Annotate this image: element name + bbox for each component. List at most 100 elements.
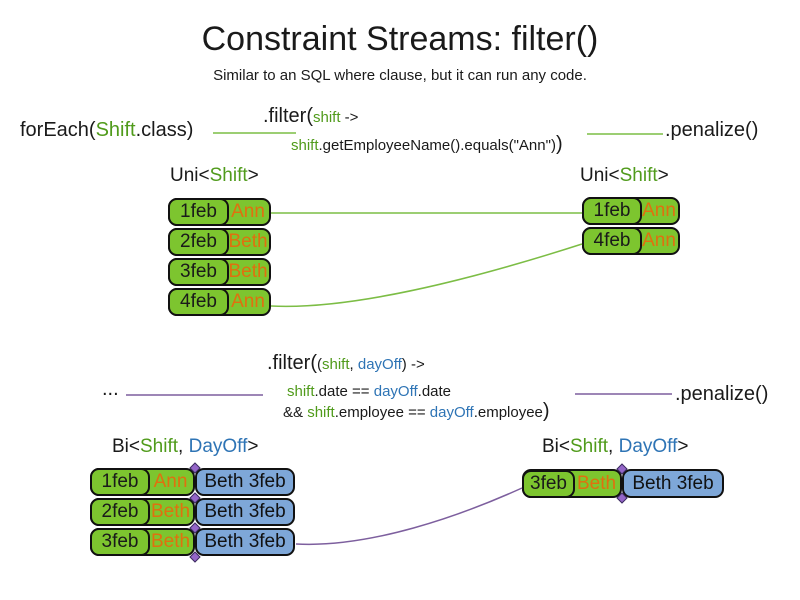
filter2-param1: shift xyxy=(322,356,350,373)
employee-cell: Ann xyxy=(231,291,265,312)
uni-right-label-class: Shift xyxy=(619,165,658,186)
employee-cell: Ann xyxy=(642,200,676,221)
bi-right-label-post: > xyxy=(677,436,689,457)
bi-right-label-comma: , xyxy=(608,436,619,457)
shift-tuple: 1feb Ann xyxy=(90,468,195,496)
body2-var2: dayOff xyxy=(429,404,474,421)
foreach-pre: forEach( xyxy=(20,119,96,141)
connector-line-4feb-ann xyxy=(270,243,583,308)
bi-left-table: 1feb Ann Beth 3feb 2feb Beth Beth 3feb 3… xyxy=(90,468,295,558)
filter2-method: .filter( xyxy=(267,352,317,374)
table-row: 2feb Beth xyxy=(168,228,271,256)
date-cell: 3feb xyxy=(522,469,575,498)
dayoff-tuple: Beth 3feb xyxy=(622,469,724,498)
date-cell: 2feb xyxy=(90,498,150,526)
table-row: 4feb Ann xyxy=(168,288,271,316)
filter2-comma: , xyxy=(349,356,358,373)
body2-mid: .employee == xyxy=(334,404,430,421)
date-cell: 3feb xyxy=(90,528,150,556)
uni-left-table: 1feb Ann 2feb Beth 3feb Beth 4feb Ann xyxy=(168,198,271,318)
uni-left-label-post: > xyxy=(247,165,259,186)
date-cell: 4feb xyxy=(582,227,642,255)
shift-tuple: 2feb Beth xyxy=(90,498,195,526)
uni-left-label-class: Shift xyxy=(209,165,248,186)
filter2-param2: dayOff xyxy=(357,356,402,373)
uni-left-label-pre: Uni< xyxy=(170,165,210,186)
body2-and: && xyxy=(283,404,308,421)
foreach-post: .class) xyxy=(135,119,194,141)
shift-tuple: 3feb Beth xyxy=(90,528,195,556)
table-row: 1feb Ann xyxy=(168,198,271,226)
uni-right-label-post: > xyxy=(657,165,669,186)
connector-line-3feb-tuple xyxy=(295,487,523,546)
date-cell: 1feb xyxy=(90,468,150,496)
bi-right-label: Bi<Shift, DayOff> xyxy=(542,436,688,458)
employee-cell: Beth xyxy=(228,261,268,282)
uni-right-label: Uni<Shift> xyxy=(580,165,669,187)
table-row: 4feb Ann xyxy=(582,227,680,255)
employee-cell: Ann xyxy=(642,230,676,251)
body2-var1: shift xyxy=(307,404,335,421)
table-row: 1feb Ann Beth 3feb xyxy=(90,468,295,496)
employee-cell: Beth xyxy=(576,472,617,494)
filter1-close-paren: ) xyxy=(555,133,563,155)
bi-right-table: 3feb Beth Beth 3feb xyxy=(522,469,724,500)
filter1-param: shift xyxy=(313,109,341,126)
filter1-body-expr: .getEmployeeName().equals("Ann") xyxy=(318,137,556,154)
uni-right-label-pre: Uni< xyxy=(580,165,620,186)
filter2-body-line1: shift.date == dayOff.date xyxy=(287,383,451,400)
filter1-method: .filter( xyxy=(263,105,313,127)
bi-left-label-pre: Bi< xyxy=(112,436,140,457)
filter2-params-close: ) xyxy=(401,356,407,373)
date-cell: 1feb xyxy=(582,197,642,225)
body1-var2: dayOff xyxy=(373,383,418,400)
body1-end: .date xyxy=(417,383,452,400)
page-title: Constraint Streams: filter() xyxy=(201,20,599,58)
table-row: 1feb Ann xyxy=(582,197,680,225)
filter2-close-paren: ) xyxy=(542,400,550,422)
penalize2-expression: .penalize() xyxy=(675,383,769,405)
bi-left-label-class1: Shift xyxy=(140,436,179,457)
bi-left-label-comma: , xyxy=(178,436,189,457)
body1-var1: shift xyxy=(287,383,315,400)
shift-class-token: Shift xyxy=(95,119,136,141)
dayoff-tuple: Beth 3feb xyxy=(195,498,295,526)
employee-cell: Ann xyxy=(231,201,265,222)
table-row: 3feb Beth Beth 3feb xyxy=(522,469,724,498)
page-subtitle: Similar to an SQL where clause, but it c… xyxy=(213,67,587,84)
employee-cell: Ann xyxy=(153,471,188,492)
bi-left-label-post: > xyxy=(247,436,259,457)
employee-cell: Beth xyxy=(228,231,268,252)
dayoff-tuple: Beth 3feb xyxy=(195,468,295,496)
foreach-expression: forEach(Shift.class) xyxy=(20,119,193,142)
dayoff-tuple: Beth 3feb xyxy=(195,528,295,556)
bi-left-label-class2: DayOff xyxy=(188,436,248,457)
filter2-params-open: ( xyxy=(317,356,322,373)
uni-left-label: Uni<Shift> xyxy=(170,165,259,187)
table-row: 2feb Beth Beth 3feb xyxy=(90,498,295,526)
date-cell: 3feb xyxy=(168,258,229,286)
date-cell: 1feb xyxy=(168,198,229,226)
bi-right-label-class2: DayOff xyxy=(618,436,678,457)
uni-right-table: 1feb Ann 4feb Ann xyxy=(582,197,680,257)
employee-cell: Beth xyxy=(150,501,191,522)
body1-mid: .date == xyxy=(314,383,374,400)
date-cell: 4feb xyxy=(168,288,229,316)
filter1-header: .filter(shift -> xyxy=(263,105,358,128)
filter1-body: shift.getEmployeeName().equals("Ann")) xyxy=(291,133,563,156)
shift-tuple: 3feb Beth xyxy=(522,469,622,498)
body2-end: .employee xyxy=(473,404,543,421)
date-cell: 2feb xyxy=(168,228,229,256)
bi-right-label-class1: Shift xyxy=(570,436,609,457)
table-row: 3feb Beth xyxy=(168,258,271,286)
filter2-header: .filter((shift, dayOff) -> xyxy=(267,352,425,375)
bi-left-label: Bi<Shift, DayOff> xyxy=(112,436,258,458)
filter1-body-var: shift xyxy=(291,137,319,154)
filter2-arrow: -> xyxy=(406,356,425,373)
penalize1-expression: .penalize() xyxy=(665,119,759,141)
filter2-body-line2: && shift.employee == dayOff.employee) xyxy=(283,400,550,423)
bi-right-label-pre: Bi< xyxy=(542,436,570,457)
table-row: 3feb Beth Beth 3feb xyxy=(90,528,295,556)
filter1-arrow: -> xyxy=(340,109,359,126)
